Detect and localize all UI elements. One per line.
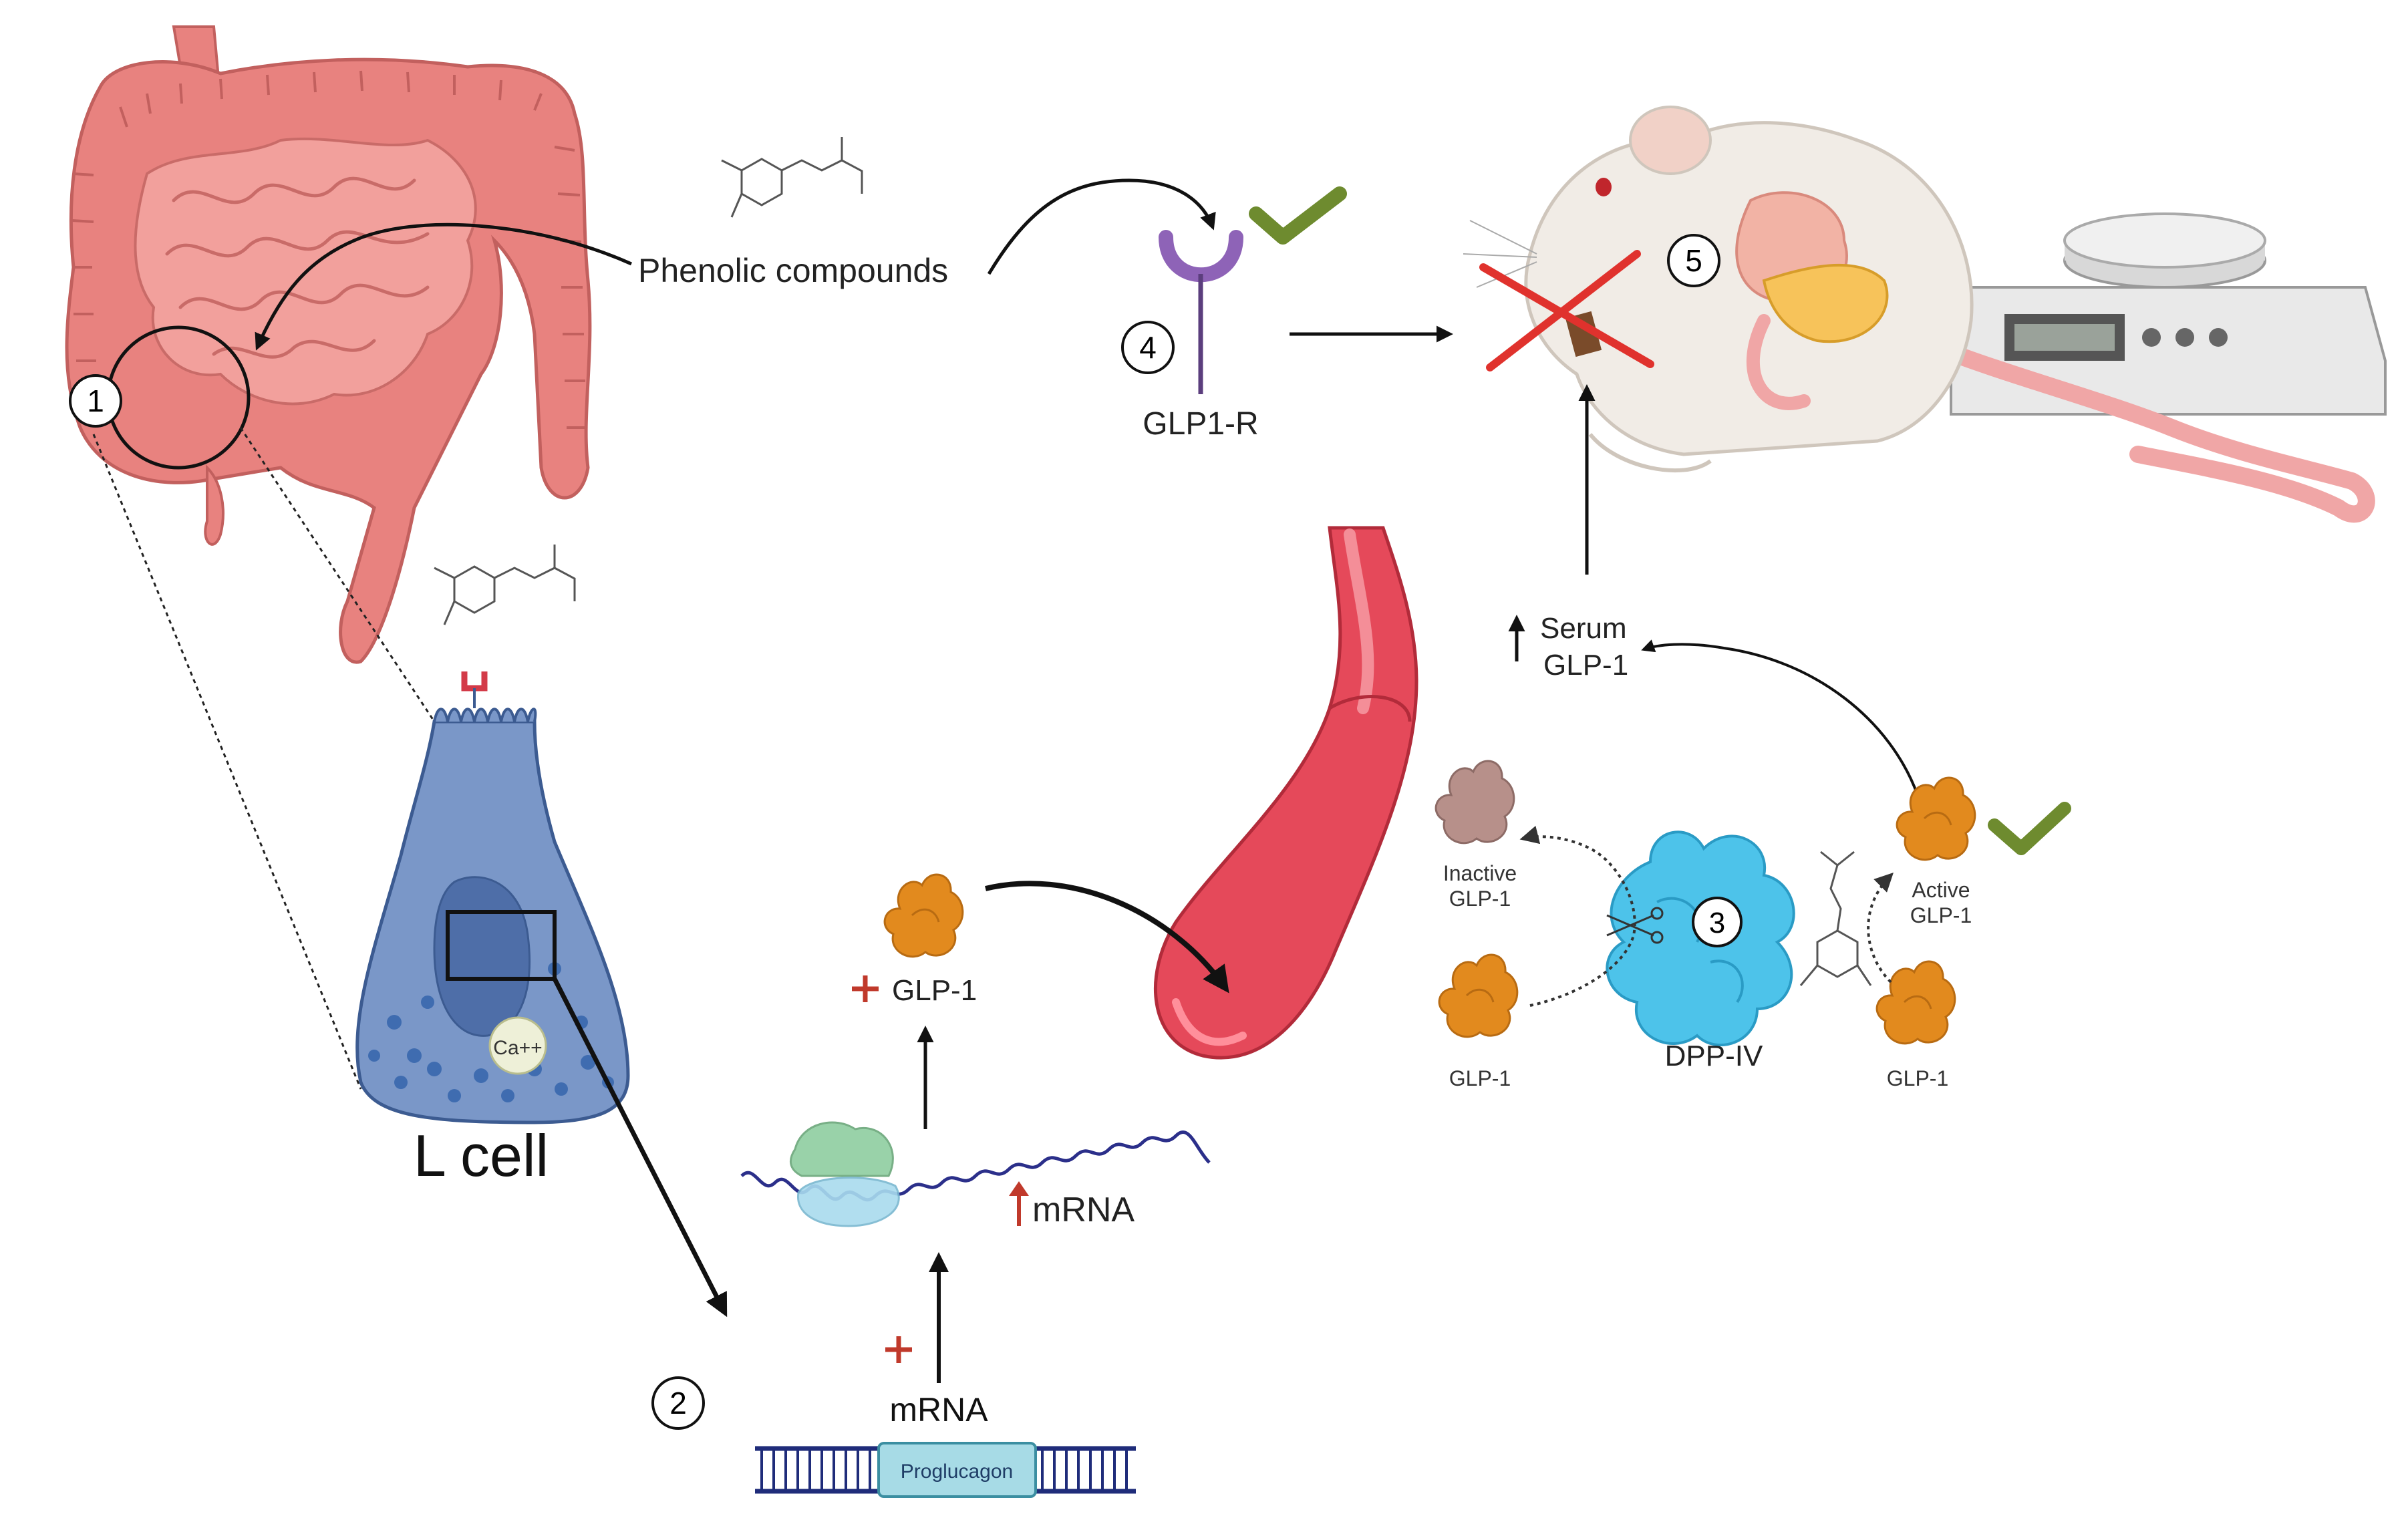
arrow-cell-to-gene <box>552 977 728 1318</box>
intestine-illustration <box>65 25 592 664</box>
phenolic-compounds-label: Phenolic compounds <box>638 252 948 289</box>
rat-illustration <box>1463 106 2375 523</box>
glp1-right-label: GLP-1 <box>1887 1066 1948 1090</box>
serum-glp1-label: GLP-1 <box>1543 649 1628 681</box>
svg-text:1: 1 <box>87 384 104 418</box>
zoom-line-right <box>239 427 436 722</box>
glp1-blob-left <box>1438 953 1519 1038</box>
inactive-glp1-blob <box>1435 760 1515 845</box>
svg-text:5: 5 <box>1685 243 1702 278</box>
dotted-arrow-to-inactive <box>1519 825 1636 1007</box>
ribosome-icon <box>789 1121 900 1227</box>
mrna-bottom-label: mRNA <box>889 1391 988 1428</box>
svg-text:Ca++: Ca++ <box>493 1037 542 1059</box>
dna-strand-icon: Proglucagon <box>755 1442 1136 1498</box>
step-2-marker: 2 <box>651 1376 705 1430</box>
svg-text:4: 4 <box>1139 330 1157 365</box>
phenolic-structure-dpp <box>1799 851 1872 986</box>
zoom-line-left <box>92 434 362 1090</box>
arrow-glp1-to-vessel <box>985 881 1229 994</box>
l-cell-illustration: Ca++ <box>355 671 630 1124</box>
arrow-active-to-serum <box>1641 639 1919 796</box>
dppiv-label: DPP-IV <box>1665 1040 1763 1072</box>
inactive-label: Inactive <box>1443 861 1517 885</box>
serum-label: Serum <box>1540 612 1627 645</box>
glp1-left-label: GLP-1 <box>1449 1066 1511 1090</box>
step-1-marker: 1 <box>69 374 122 428</box>
phenolic-structure-cell <box>434 545 576 625</box>
l-cell-label: L cell <box>414 1122 549 1189</box>
glp1-blob-right <box>1875 960 1956 1045</box>
blood-vessel-illustration <box>1153 526 1418 1060</box>
active-glp1-blob <box>1896 776 1976 861</box>
step-3-marker: 3 <box>1692 897 1743 947</box>
glp1r-label: GLP1-R <box>1143 406 1258 442</box>
mrna-up-label: mRNA <box>1032 1191 1135 1229</box>
checkmark-icon-active <box>1988 802 2071 855</box>
svg-text:3: 3 <box>1709 907 1725 939</box>
svg-text:Proglucagon: Proglucagon <box>901 1461 1013 1483</box>
active-label: Active <box>1912 878 1970 902</box>
checkmark-icon <box>1249 186 1347 245</box>
zoom-box <box>446 910 557 981</box>
dotted-arrow-to-active <box>1867 873 1894 983</box>
active-glp1-label: GLP-1 <box>1910 903 1972 927</box>
secreted-glp1-blob <box>883 873 964 958</box>
inactive-glp1-label: GLP-1 <box>1449 887 1511 911</box>
arrow-phenolic-to-intestine <box>255 222 633 351</box>
step-4-marker: 4 <box>1121 321 1175 374</box>
scissors-icon <box>1606 907 1664 944</box>
step-5-marker: 5 <box>1667 234 1720 287</box>
plus-icon-transcription <box>885 1336 912 1363</box>
glp1-receptor-icon <box>1159 230 1243 394</box>
plus-icon-glp1 <box>852 975 879 1002</box>
cross-icon <box>1479 250 1654 371</box>
up-arrow-mrna-icon <box>1009 1181 1029 1226</box>
arrow-phenolic-to-receptor <box>987 178 1216 275</box>
svg-text:2: 2 <box>669 1386 687 1420</box>
glp1-secreted-label: GLP-1 <box>892 974 977 1007</box>
phenolic-structure-top <box>721 137 863 218</box>
